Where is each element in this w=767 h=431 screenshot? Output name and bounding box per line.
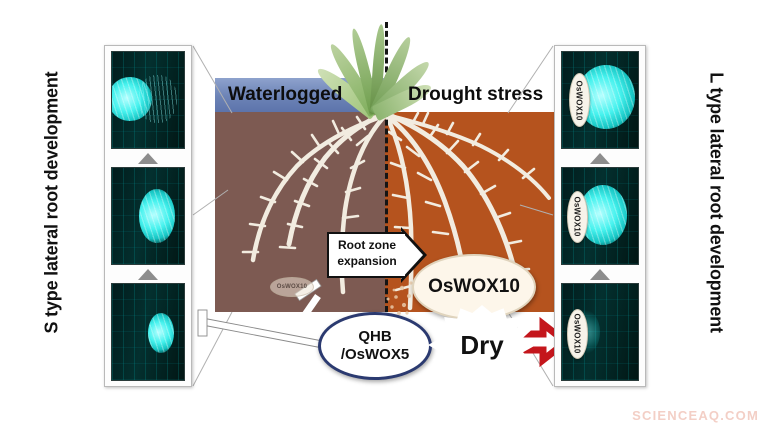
gene-tag-oswox10: OsWOX10 — [566, 191, 588, 243]
gene-tag-label: OsWOX10 — [572, 313, 582, 354]
inhibition-bar — [197, 309, 208, 337]
oswox10-node: OsWOX10 — [412, 254, 536, 320]
qhb-label-line-1: QHB — [358, 328, 392, 345]
l-type-caption: L type lateral root development — [706, 72, 727, 333]
lateral-root-primordium — [148, 312, 174, 354]
faded-oswox10-label: OsWOX10 — [276, 284, 308, 290]
dry-burst-node: Dry — [428, 305, 536, 385]
stage-progress-arrow-icon — [138, 268, 158, 280]
stage-progress-arrow-icon — [590, 268, 610, 280]
faded-oswox10-node: OsWOX10 — [270, 277, 314, 297]
lateral-root-primordium — [139, 189, 176, 243]
photo-s-type-stage-3[interactable] — [111, 51, 185, 149]
rz-line-1: Root zone — [338, 238, 396, 252]
gene-tag-label: OsWOX10 — [572, 196, 582, 238]
root-zone-expansion-text: Root zone expansion — [331, 237, 403, 269]
photo-l-type-stage-3[interactable]: OsWOX10 — [561, 51, 639, 149]
photo-l-type-stage-1[interactable]: OsWOX10 — [561, 283, 639, 381]
gene-tag-label: OsWOX10 — [574, 79, 584, 121]
s-type-photo-stack — [104, 45, 192, 387]
gene-tag-oswox10: OsWOX10 — [568, 73, 590, 127]
rz-line-2: expansion — [337, 254, 397, 269]
lateral-root-primordium — [112, 76, 153, 122]
dry-label: Dry — [460, 329, 504, 360]
s-type-caption: S type lateral root development — [41, 71, 62, 334]
emerged-root-tip — [137, 75, 177, 124]
arrow-head-fill — [401, 231, 423, 279]
root-zone-expansion-callout: Root zone expansion — [327, 227, 427, 283]
drought-banner-label: Drought stress — [408, 84, 544, 105]
qhb-oswox5-node: QHB /OsWOX5 — [318, 312, 432, 380]
watermark: SCIENCEAQ.COM — [632, 408, 759, 423]
qhb-label-line-2: /OsWOX5 — [340, 346, 410, 363]
l-type-photo-stack: OsWOX10 OsWOX10 OsWOX10 — [554, 45, 646, 387]
treatment-divider — [385, 22, 388, 312]
photo-s-type-stage-1[interactable] — [111, 283, 185, 381]
waterlogged-banner-label: Waterlogged — [228, 84, 343, 105]
gene-tag-oswox10: OsWOX10 — [566, 308, 589, 359]
photo-s-type-stage-2[interactable] — [111, 167, 185, 265]
oswox10-label: OsWOX10 — [428, 276, 520, 297]
callout-body — [327, 232, 405, 278]
stage-progress-arrow-icon — [590, 152, 610, 164]
stage-progress-arrow-icon — [138, 152, 158, 164]
photo-l-type-stage-2[interactable]: OsWOX10 — [561, 167, 639, 265]
